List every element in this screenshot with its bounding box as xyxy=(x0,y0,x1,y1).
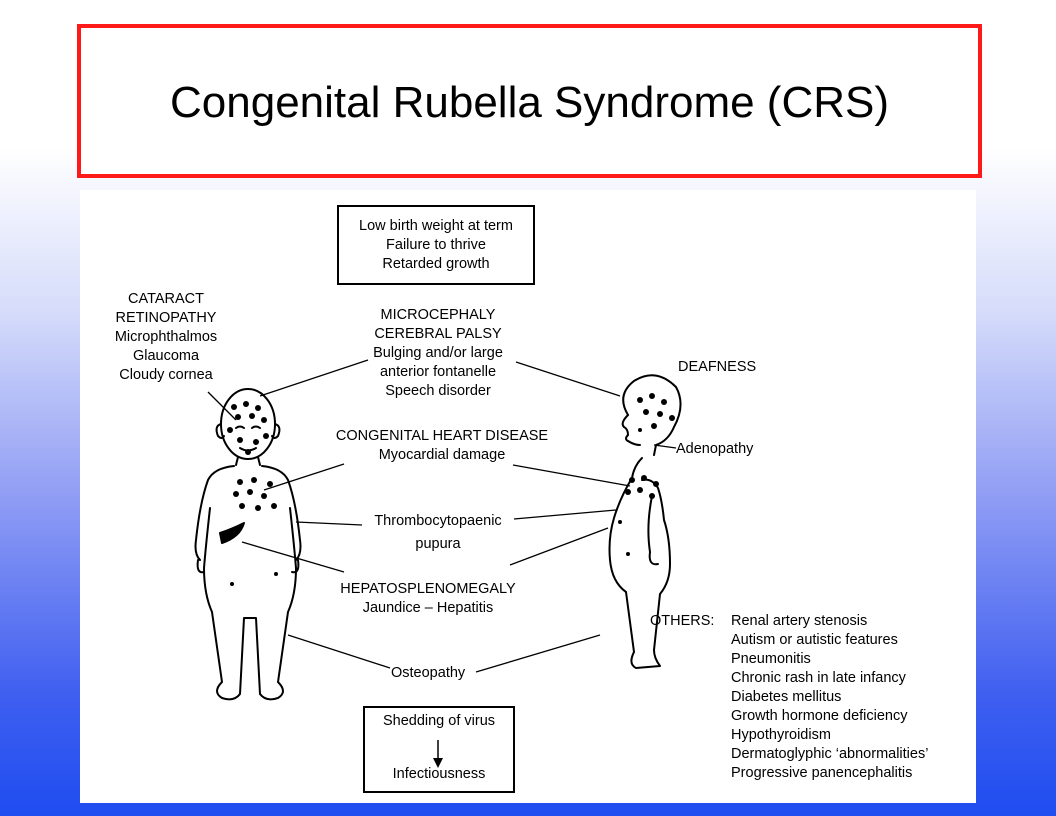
neuro-line: Bulging and/or large xyxy=(373,345,503,361)
neuro-line: Speech disorder xyxy=(385,383,491,399)
eye-defects-line: Microphthalmos xyxy=(114,329,218,345)
top-box-line: Low birth weight at term xyxy=(359,218,513,234)
thrombo-line: pupura xyxy=(415,536,461,552)
rash-spots-front xyxy=(227,401,278,586)
neuro-line: CEREBRAL PALSY xyxy=(374,326,502,342)
top-box: Low birth weight at term Failure to thri… xyxy=(340,217,532,274)
others-item: Diabetes mellitus xyxy=(731,689,842,705)
neuro-line: MICROCEPHALY xyxy=(380,307,496,323)
top-box-line: Failure to thrive xyxy=(386,237,486,253)
shedding-box-frame xyxy=(363,706,515,793)
eye-defects-line: Cloudy cornea xyxy=(119,367,213,383)
adenopathy-label: Adenopathy xyxy=(676,441,754,457)
others-item: Hypothyroidism xyxy=(731,727,831,743)
others-item: Growth hormone deficiency xyxy=(731,708,908,724)
arrow-down-icon xyxy=(433,740,443,768)
heart-line: CONGENITAL HEART DISEASE xyxy=(335,428,549,444)
others-item: Chronic rash in late infancy xyxy=(731,670,906,686)
others-item: Pneumonitis xyxy=(731,651,811,667)
eye-defects-line: Glaucoma xyxy=(132,348,200,364)
title-banner: Congenital Rubella Syndrome (CRS) xyxy=(77,24,982,178)
top-box-line: Retarded growth xyxy=(382,256,490,272)
hepato-line: Jaundice – Hepatitis xyxy=(362,600,494,616)
shedding-box-top: Shedding of virus xyxy=(382,713,496,729)
others-item: Dermatoglyphic ‘abnormalities’ xyxy=(731,746,929,762)
top-box-frame xyxy=(337,205,535,285)
shedding-box-bottom: Infectiousness xyxy=(392,766,486,782)
eye-defects-line: RETINOPATHY xyxy=(115,310,217,326)
crs-diagram: Low birth weight at term Failure to thri… xyxy=(80,190,976,803)
neuro-line: anterior fontanelle xyxy=(379,364,497,380)
front-child-figure xyxy=(194,388,302,701)
eye-defects-line: CATARACT xyxy=(128,291,204,307)
heart-line: Myocardial damage xyxy=(378,447,506,463)
thrombo-line: Thrombocytopaenic xyxy=(374,513,502,529)
page-title: Congenital Rubella Syndrome (CRS) xyxy=(170,78,889,127)
rash-spots-side xyxy=(618,393,675,556)
others-item: Autism or autistic features xyxy=(731,632,898,648)
others-label: OTHERS: xyxy=(650,613,715,629)
neuro-label: MICROCEPHALY CEREBRAL PALSY Bulging and/… xyxy=(348,306,528,401)
diagram-drawing xyxy=(194,205,682,793)
deafness-label: DEAFNESS xyxy=(678,359,757,375)
heart-label: CONGENITAL HEART DISEASE Myocardial dama… xyxy=(318,427,566,465)
side-child-figure xyxy=(608,374,682,669)
others-item: Progressive panencephalitis xyxy=(731,765,913,781)
eye-defects-label: CATARACT RETINOPATHY Microphthalmos Glau… xyxy=(90,290,242,385)
leader-lines xyxy=(207,359,677,673)
others-list: Renal artery stenosis Autism or autistic… xyxy=(731,612,928,783)
others-item: Renal artery stenosis xyxy=(731,613,868,629)
osteopathy-label: Osteopathy xyxy=(391,665,466,681)
hepato-line: HEPATOSPLENOMEGALY xyxy=(340,581,516,597)
hepato-label: HEPATOSPLENOMEGALY Jaundice – Hepatitis xyxy=(338,580,518,618)
thrombo-label: Thrombocytopaenic pupura xyxy=(362,512,514,554)
